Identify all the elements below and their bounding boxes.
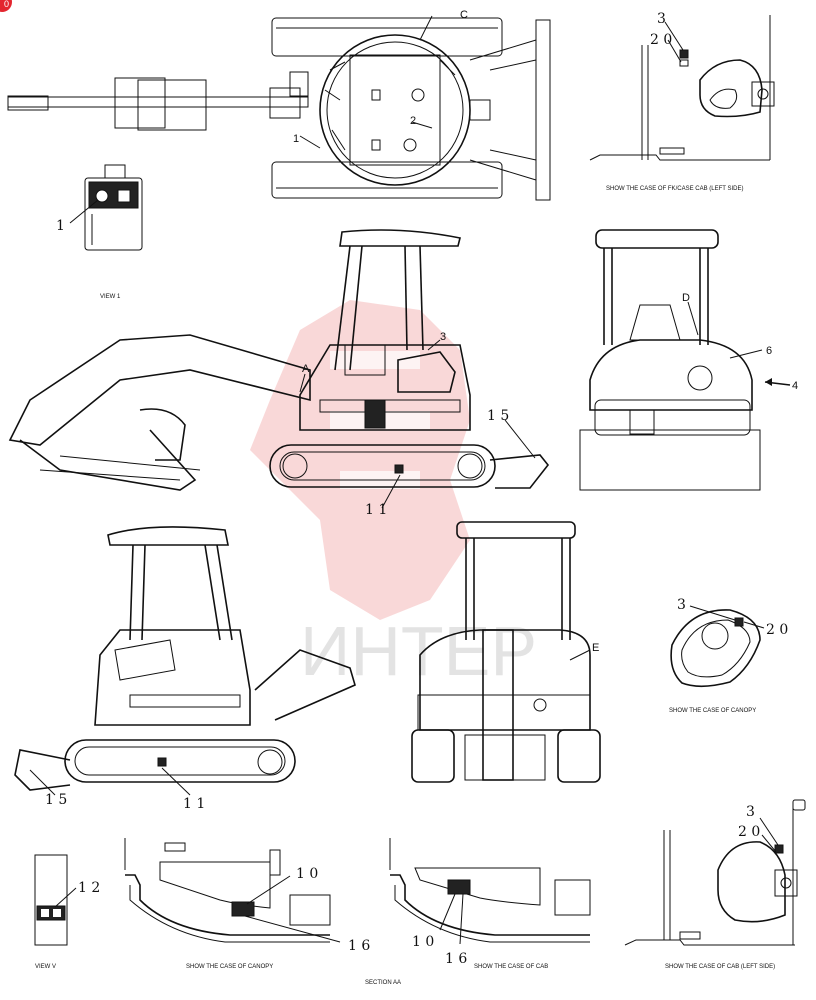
caption-canopy-bottom: SHOW THE CASE OF CANOPY <box>186 964 273 970</box>
caption-fk-cab-left: SHOW THE CASE OF FK/CASE CAB (LEFT SIDE) <box>606 186 743 192</box>
canopy-bottom-drawing <box>124 838 341 943</box>
callout-10-canopy-bottom: 1 0 <box>296 866 318 882</box>
caption-view1: VIEW 1 <box>100 294 121 300</box>
callout-16-canopy-bottom: 1 6 <box>348 938 370 954</box>
watermark-logo <box>250 300 470 620</box>
iso-view-drawing <box>14 526 356 796</box>
caption-view-v: VIEW V <box>35 964 56 970</box>
caption-cab-bottom: SHOW THE CASE OF CAB <box>474 964 548 970</box>
callout-1-view1: 1 <box>56 218 65 234</box>
callout-6: 6 <box>766 345 772 357</box>
callout-e: E <box>592 642 599 654</box>
front-view-drawing <box>411 521 601 783</box>
callout-15-iso: 1 5 <box>45 792 67 808</box>
view-v-drawing <box>34 854 77 946</box>
callout-3-fk: 3 <box>657 11 666 27</box>
side-view-drawing <box>8 229 550 509</box>
callout-20-fk: 2 0 <box>650 32 672 48</box>
fk-cab-left-drawing <box>589 15 775 161</box>
callout-3-cab-left: 3 <box>746 804 755 820</box>
callout-c: C <box>460 9 468 21</box>
caption-cab-left-side: SHOW THE CASE OF CAB (LEFT SIDE) <box>665 964 775 970</box>
cab-left-side-drawing <box>624 799 806 946</box>
callout-d: D <box>682 292 690 304</box>
canopy-drawing <box>670 605 765 688</box>
callout-11-iso: 1 1 <box>183 796 205 812</box>
page-number-badge: 0 <box>0 0 12 12</box>
callout-16-cab-bottom: 1 6 <box>445 951 467 967</box>
caption-canopy-right: SHOW THE CASE OF CANOPY <box>669 708 756 714</box>
callout-1: 1 <box>293 133 299 145</box>
callout-10-cab-bottom: 1 0 <box>412 934 434 950</box>
callout-12: 1 2 <box>78 880 100 896</box>
callout-3-canopy: 3 <box>677 597 686 613</box>
callout-a: A <box>302 363 310 375</box>
view1-drawing <box>69 164 143 251</box>
callout-4: 4 <box>792 380 798 392</box>
callout-20-canopy: 2 0 <box>766 622 788 638</box>
cab-bottom-drawing <box>389 838 591 945</box>
callout-2: 2 <box>410 115 416 127</box>
callout-20-cab-left: 2 0 <box>738 824 760 840</box>
rear-view-drawing <box>579 229 791 491</box>
callout-3-side: 3 <box>440 331 446 343</box>
watermark-text: ИНТЕР <box>300 612 537 690</box>
callout-15-side: 1 5 <box>487 408 509 424</box>
top-view-drawing <box>7 15 551 201</box>
callout-11-side: 1 1 <box>365 502 387 518</box>
caption-section-aa: SECTION AA <box>365 980 401 986</box>
